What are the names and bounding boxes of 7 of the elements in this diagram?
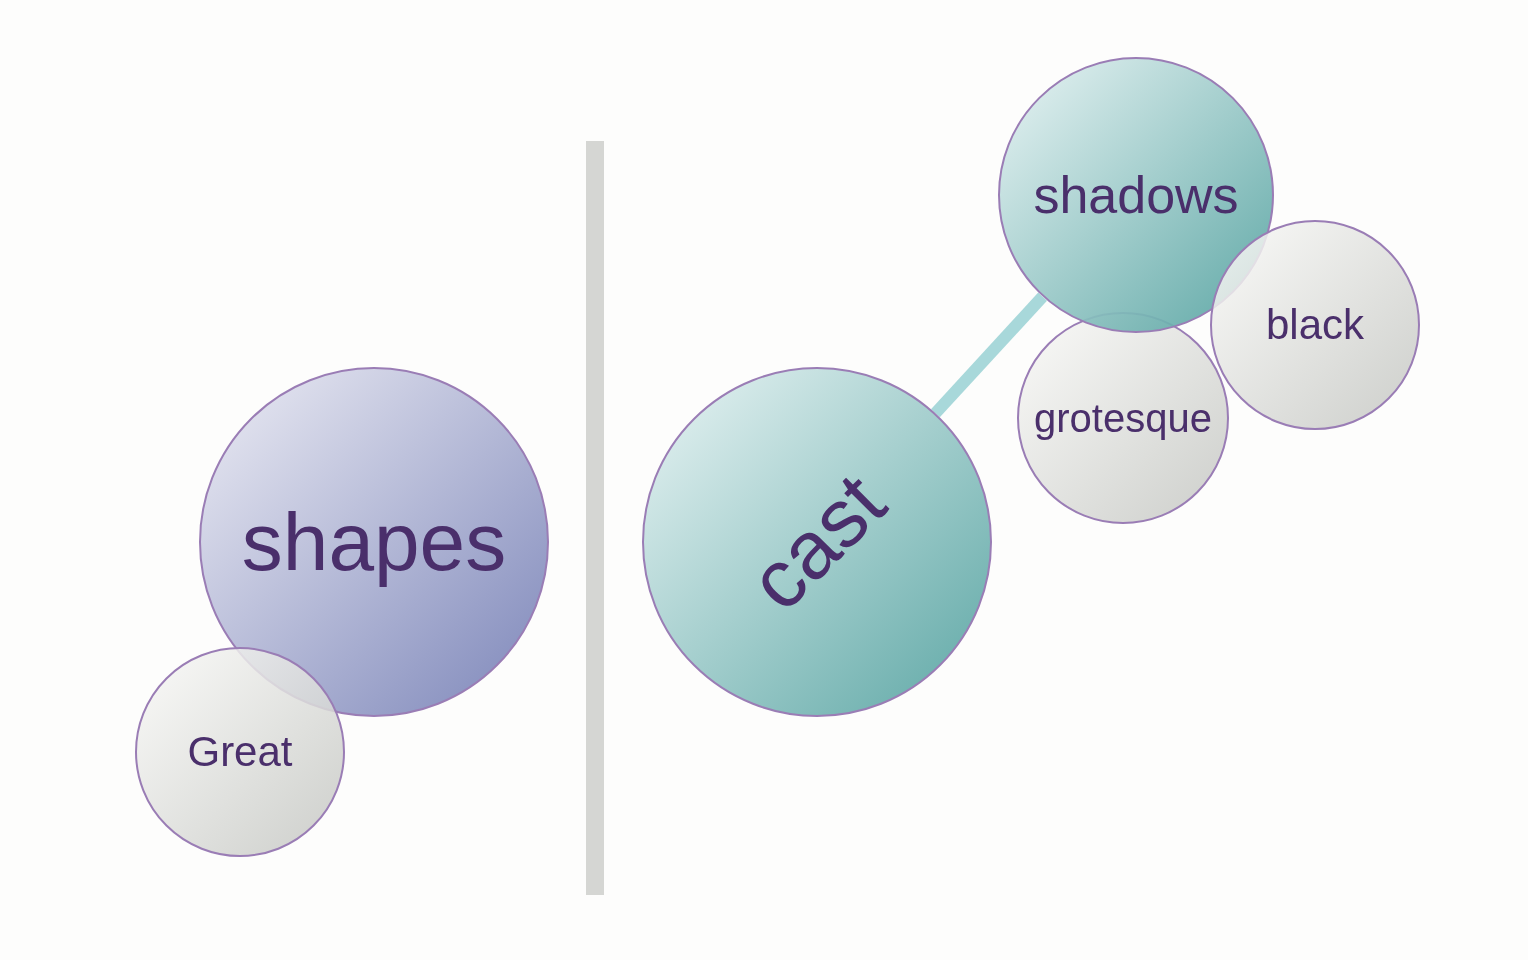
connector-line bbox=[931, 292, 1047, 418]
bubble-label: grotesque bbox=[1034, 398, 1212, 438]
bubble-label: Great bbox=[187, 731, 293, 773]
bubble-label: shadows bbox=[1033, 169, 1239, 221]
bubble-label: cast bbox=[734, 459, 900, 625]
bubble-label: black bbox=[1265, 304, 1365, 346]
divider-bar bbox=[586, 141, 604, 895]
